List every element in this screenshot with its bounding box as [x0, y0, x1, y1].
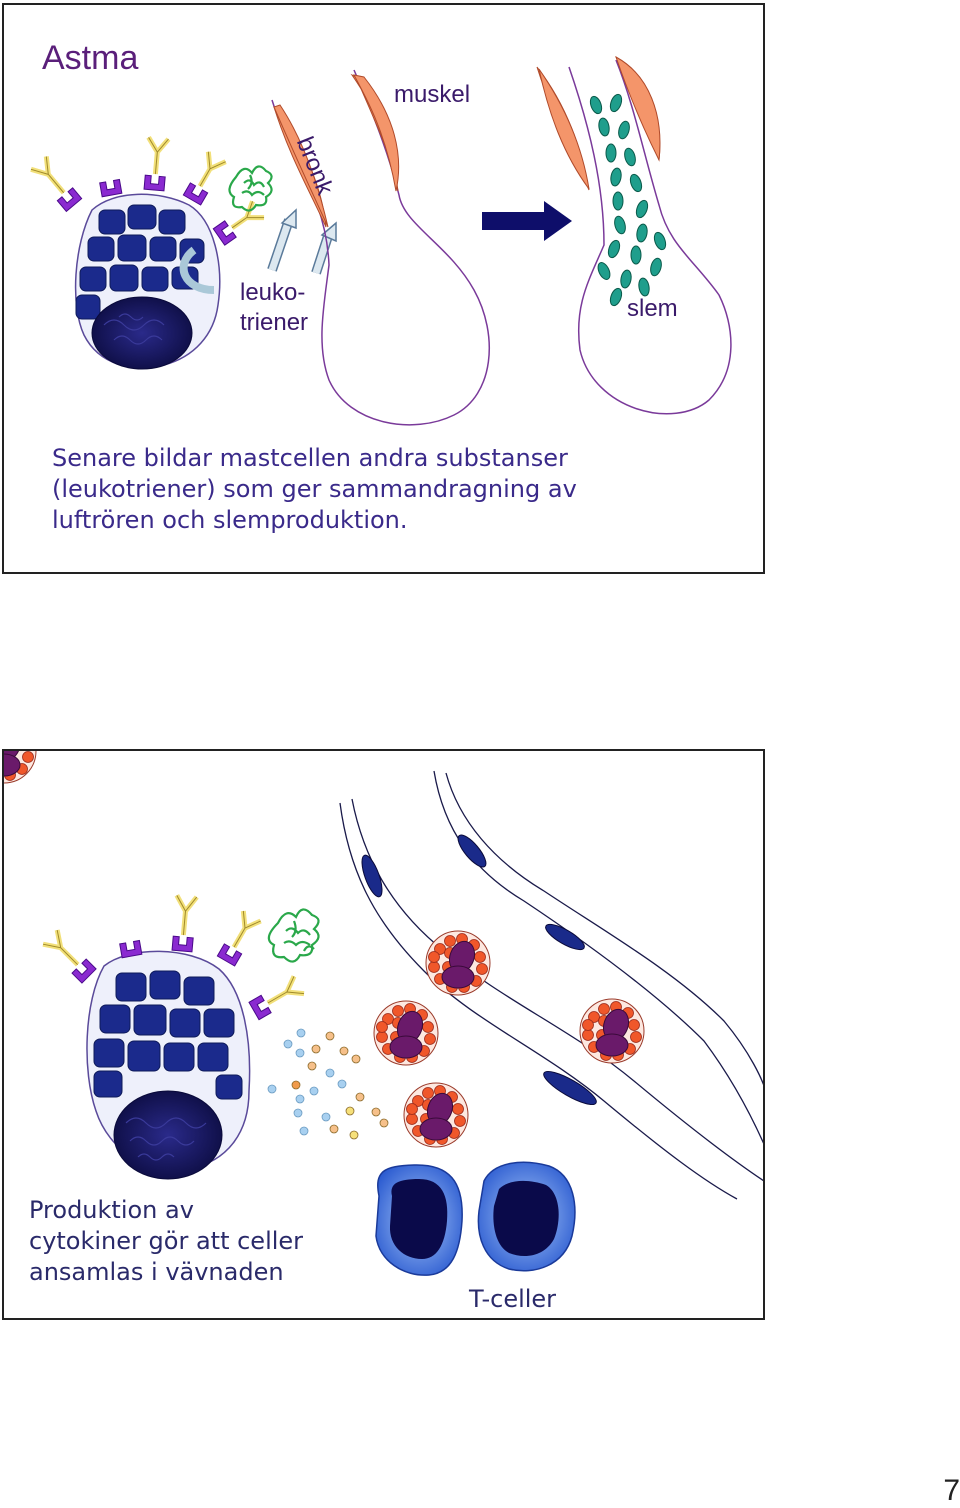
cytokine-illustration: [4, 751, 763, 1276]
asthma-illustration: [30, 55, 732, 426]
slide-title: Astma: [42, 39, 139, 77]
body-text-line3: luftrören och slemproduktion.: [52, 506, 408, 534]
bronchus-normal: [271, 69, 490, 426]
leukotriene-label-line2: triener: [240, 309, 309, 336]
eosinophil-3: [403, 1082, 469, 1148]
allergen-icon: [267, 908, 320, 963]
mast-cell-icon: [74, 193, 221, 370]
body-text-line2: (leukotriener) som ger sammandragning av: [52, 475, 577, 503]
body-text-line1: Produktion av: [29, 1196, 194, 1224]
eosinophil-1: [425, 930, 491, 996]
body-text-line2: cytokiner gör att celler: [29, 1227, 304, 1255]
receptor-antibody-group: [42, 894, 305, 1021]
mucus-particles: [589, 93, 667, 307]
slide-asthma: Astma muskel bronk leuko- triener slem S…: [2, 3, 765, 574]
page-number: 7: [943, 1474, 960, 1507]
blood-vessels: [339, 770, 763, 1200]
cytokine-dots: [267, 1028, 389, 1140]
endothelial-nuclei: [361, 834, 597, 1106]
bronchus-constricted: [536, 55, 732, 415]
body-text-line1: Senare bildar mastcellen andra substanse…: [52, 444, 568, 472]
slide-cytokines: Produktion av cytokiner gör att celler a…: [2, 749, 765, 1320]
mast-cell-icon: [86, 950, 251, 1180]
t-cells: [375, 1161, 576, 1276]
allergen-icon: [228, 165, 273, 212]
eosinophils: [4, 751, 645, 1148]
right-arrow-icon: [482, 201, 572, 241]
receptor-antibody-group: [30, 136, 265, 246]
t-cell-label: T-celler: [469, 1285, 557, 1313]
mucus-label: slem: [627, 295, 678, 322]
eosinophil-cell: [4, 751, 37, 784]
eosinophil-4: [579, 998, 645, 1064]
body-text-line3: ansamlas i vävnaden: [29, 1258, 284, 1286]
eosinophil-2: [373, 1000, 439, 1066]
muscle-label: muskel: [394, 81, 471, 108]
leukotriene-label-line1: leuko-: [240, 279, 306, 306]
